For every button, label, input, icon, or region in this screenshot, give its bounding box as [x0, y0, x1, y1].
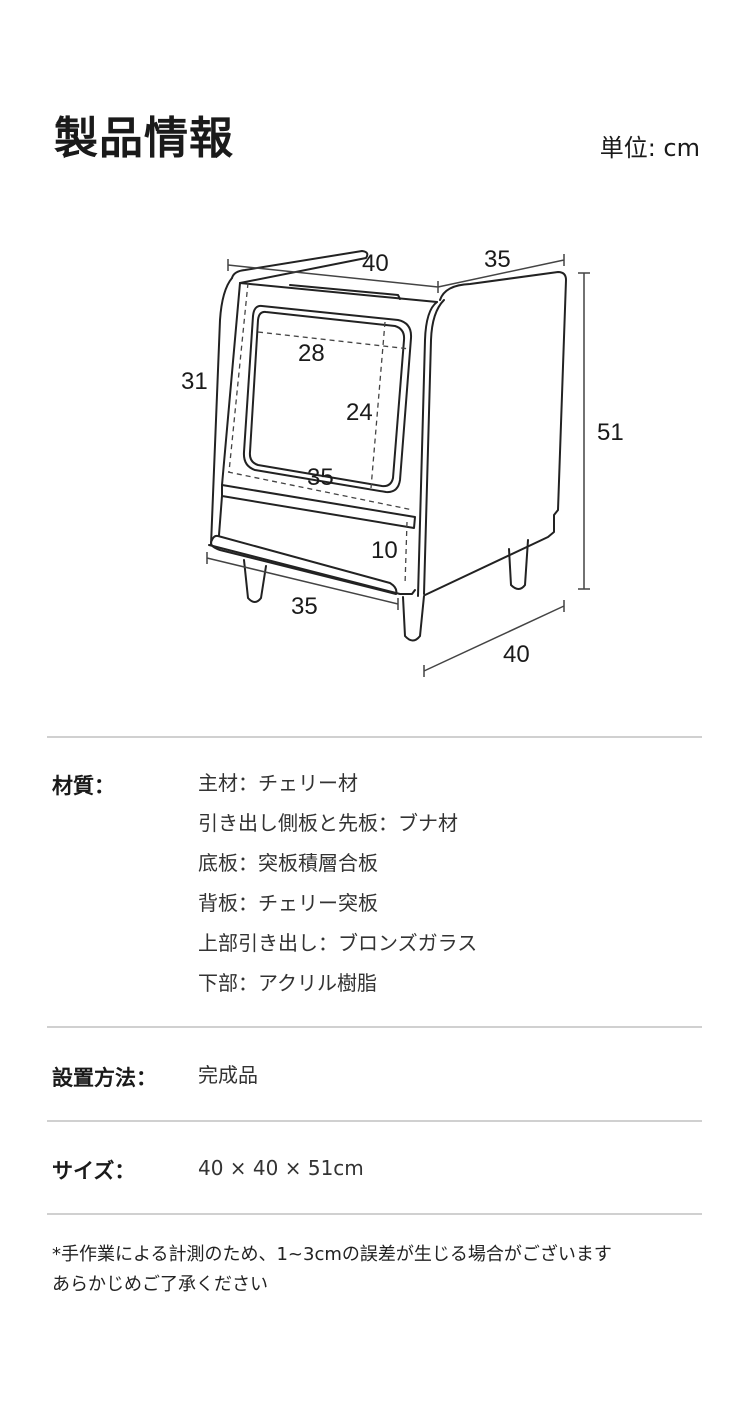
dashed-inner-depth: [227, 471, 414, 511]
dim-line-top-depth: [437, 254, 565, 288]
material-item: 上部引き出し：ブロンズガラス: [198, 931, 478, 955]
front-left-edge: [210, 277, 233, 546]
dashed-inner-width: [257, 331, 411, 350]
dim-line-height: [578, 272, 590, 590]
product-dimension-diagram: 40 35 51 31 28 24 35 10 35 40: [181, 246, 624, 677]
installation-value: 完成品: [198, 1063, 258, 1087]
dim-upper-height: 31: [181, 368, 208, 395]
installation-label: 設置方法：: [52, 1066, 157, 1090]
material-item: 底板：突板積層合板: [198, 851, 378, 875]
dim-line-base-width: [206, 552, 399, 610]
divider: [47, 1213, 702, 1215]
materials-label: 材質：: [52, 774, 115, 798]
drawer: [221, 484, 416, 529]
dashed-inner-height: [370, 321, 386, 489]
divider: [47, 1120, 702, 1122]
page-title: 製品情報: [54, 113, 234, 164]
dim-drawer-height: 10: [371, 537, 398, 564]
leg-front: [402, 595, 425, 642]
dim-inner-width: 28: [298, 340, 325, 367]
dim-height-total: 51: [597, 419, 624, 446]
materials-list: 主材：チェリー材 引き出し側板と先板：ブナ材 底板：突板積層合板 背板：チェリー…: [198, 763, 477, 1003]
size-value: 40 × 40 × 51cm: [198, 1156, 364, 1180]
unit-label: 単位: cm: [599, 134, 700, 162]
divider: [47, 1026, 702, 1028]
dim-inner-height: 24: [346, 399, 373, 426]
dim-base-width: 35: [291, 593, 318, 620]
leg-left: [243, 559, 267, 603]
dashed-upper-height: [228, 282, 249, 473]
glass-window: [242, 304, 413, 494]
measurement-note: *手作業による計測のため、1~3cmの誤差が生じる場合がございます あらかじめご…: [52, 1240, 612, 1300]
divider: [47, 736, 702, 738]
note-line-1: *手作業による計測のため、1~3cmの誤差が生じる場合がございます: [52, 1244, 612, 1265]
dim-inner-depth: 35: [307, 464, 334, 491]
dim-base-depth: 40: [503, 641, 530, 668]
leg-right: [508, 539, 529, 590]
material-item: 背板：チェリー突板: [198, 891, 378, 915]
side-panel: [424, 271, 567, 596]
size-label: サイズ：: [52, 1159, 136, 1183]
dim-top-width: 40: [362, 250, 389, 277]
top-lip: [231, 250, 369, 284]
front-right-edge: [417, 301, 438, 597]
material-item: 引き出し側板と先板：ブナ材: [198, 811, 458, 835]
material-item: 下部：アクリル樹脂: [198, 971, 377, 995]
dashed-drawer-height: [404, 521, 408, 586]
dim-top-depth: 35: [484, 246, 511, 273]
material-item: 主材：チェリー材: [198, 771, 358, 795]
note-line-2: あらかじめご了承ください: [52, 1274, 268, 1295]
dim-line-base-depth: [423, 600, 565, 677]
